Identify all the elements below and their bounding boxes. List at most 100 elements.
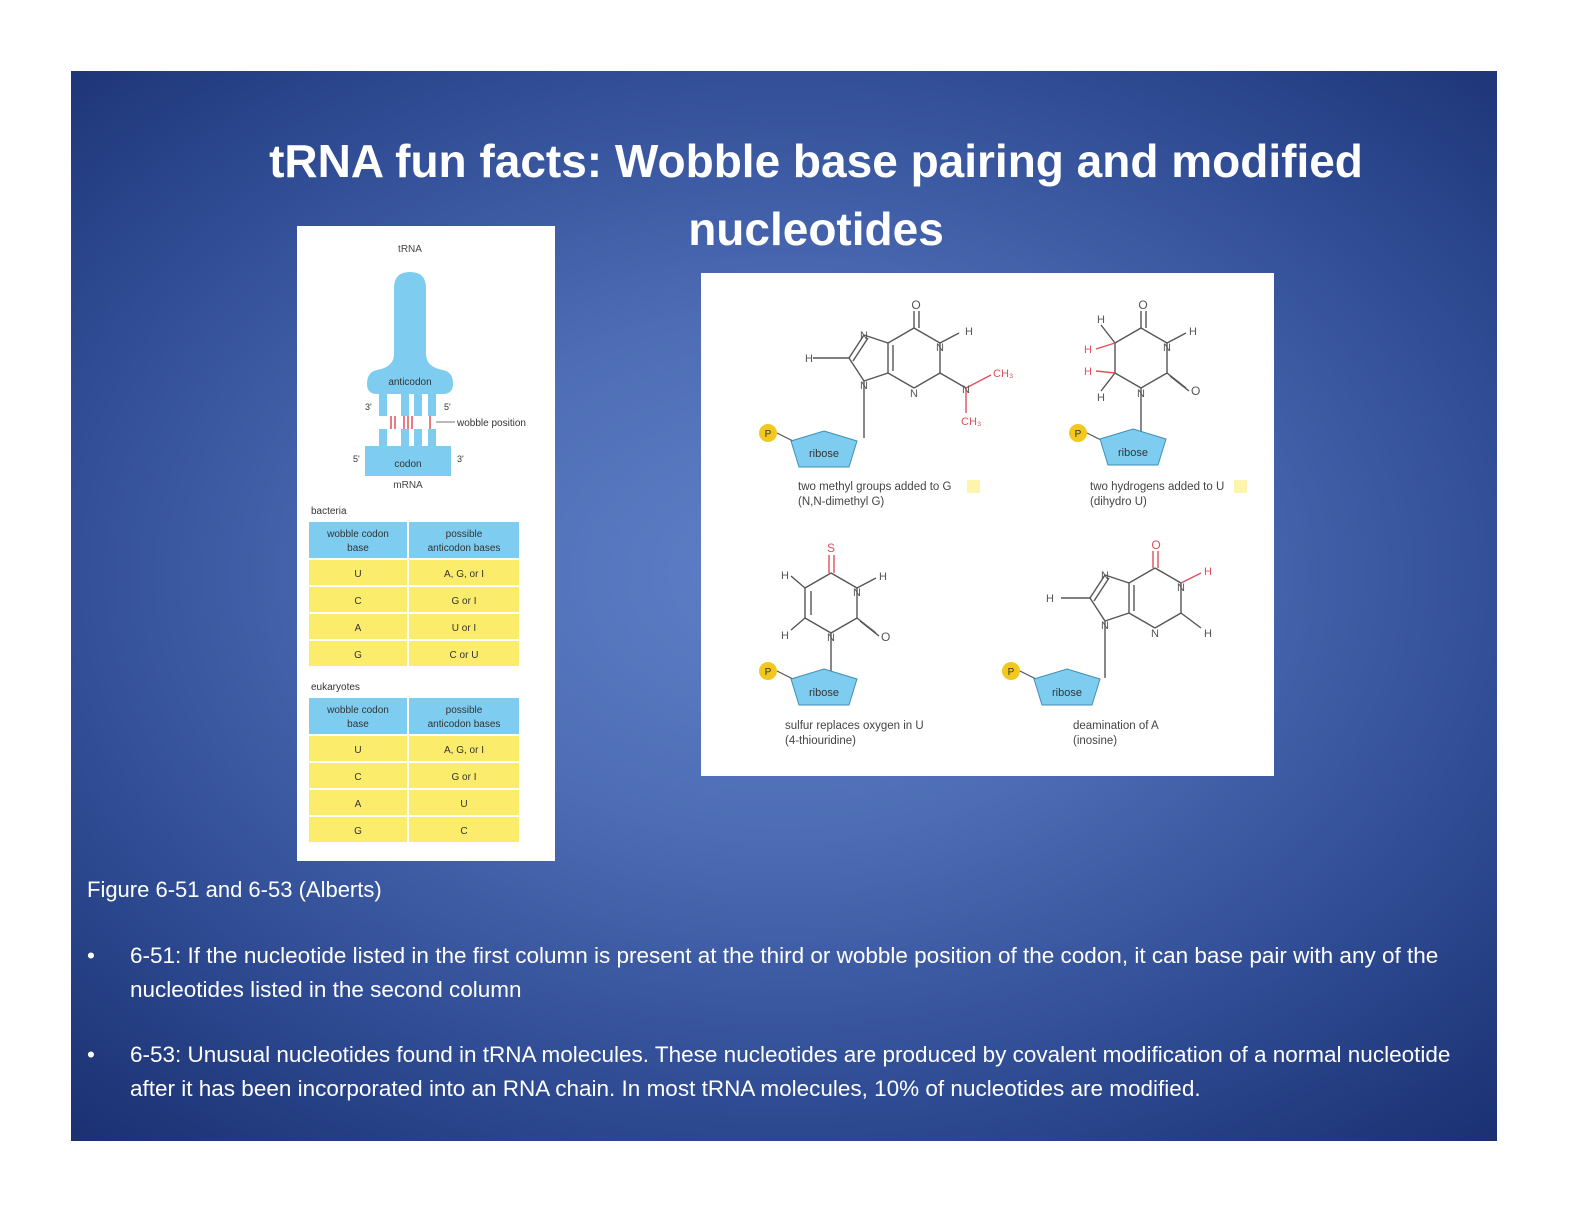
panel-description: deamination of A <box>1073 720 1159 732</box>
eukaryotes-cell <box>309 790 407 815</box>
bacteria-anticodon-bases: C or U <box>450 650 479 661</box>
bacteria-cell <box>309 641 407 666</box>
methyl-label: CH₃ <box>993 368 1013 380</box>
panel-subtitle: (inosine) <box>1073 735 1117 747</box>
bacteria-cell <box>409 641 519 666</box>
eukaryotes-anticodon-bases: U <box>460 799 467 810</box>
eukaryotes-header-col1: base <box>347 719 369 730</box>
atom-label-h: H <box>1046 593 1054 605</box>
bacteria-codon-base: U <box>354 569 361 580</box>
bacteria-codon-base: C <box>354 596 361 607</box>
bullet-list: • 6-51: If the nucleotide listed in the … <box>87 939 1467 1137</box>
atom-label-n: N <box>962 384 970 396</box>
eukaryotes-header-col1: wobble codon <box>326 705 389 716</box>
eukaryotes-cell <box>409 736 519 761</box>
eukaryotes-cell <box>309 817 407 842</box>
atom-label-n: N <box>910 388 918 400</box>
bacteria-cell <box>409 587 519 612</box>
bacteria-anticodon-bases: G or I <box>451 596 476 607</box>
atom-label-o: O <box>1138 298 1147 312</box>
panel-thiouridine <box>790 572 880 678</box>
modified-nucleotides-figure: O N N H H N N N CH₃ CH₃ P ribose two met… <box>701 273 1274 776</box>
three-prime-bottom: 3' <box>457 454 464 464</box>
eukaryotes-table: wobble codon base possible anticodon bas… <box>309 698 519 842</box>
atom-label-n: N <box>1177 582 1185 594</box>
modified-nucleotides-svg: O N N H H N N N CH₃ CH₃ P ribose two met… <box>759 298 1247 747</box>
bacteria-codon-base: G <box>354 650 362 661</box>
bacteria-header-col1: wobble codon <box>326 529 389 540</box>
anticodon-prong <box>414 394 422 416</box>
eukaryotes-header-cell <box>409 698 519 734</box>
eukaryotes-cell <box>409 817 519 842</box>
trna-body-shape <box>367 272 453 394</box>
slide: tRNA fun facts: Wobble base pairing and … <box>71 71 1497 1141</box>
atom-label-n: N <box>1163 342 1171 354</box>
bullet-item: • 6-53: Unusual nucleotides found in tRN… <box>87 1038 1467 1105</box>
phosphate-bond <box>1019 670 1037 680</box>
highlight-mark <box>967 480 980 493</box>
atom-label-h: H <box>805 353 813 365</box>
codon-label: codon <box>394 459 421 470</box>
phosphate-icon <box>759 662 777 680</box>
atom-label-o: O <box>911 298 920 312</box>
phosphate-label: P <box>1075 429 1082 440</box>
phosphate-icon <box>1002 662 1020 680</box>
bullet-text: 6-51: If the nucleotide listed in the fi… <box>130 943 1439 1002</box>
bullet-marker: • <box>87 943 95 968</box>
atom-label-n: N <box>1137 388 1145 400</box>
ribose-label: ribose <box>809 687 839 699</box>
base-pair-bonds <box>390 416 431 429</box>
eukaryotes-codon-base: G <box>354 826 362 837</box>
panel-dihydro-u <box>1100 311 1190 438</box>
atom-label-h: H <box>1204 628 1212 640</box>
bacteria-anticodon-bases: U or I <box>452 623 476 634</box>
bacteria-cell <box>309 560 407 585</box>
sulfur-bond <box>828 555 835 573</box>
highlighted-word: to <box>930 481 940 493</box>
bacteria-cell <box>409 560 519 585</box>
phosphate-icon <box>1069 424 1087 442</box>
eukaryotes-cell <box>309 736 407 761</box>
atom-label-n: N <box>1101 620 1109 632</box>
codon-prong <box>379 429 387 449</box>
atom-label-h: H <box>781 630 789 642</box>
eukaryotes-anticodon-bases: A, G, or I <box>444 745 484 756</box>
modified-oxygen-label: O <box>1151 538 1160 552</box>
bacteria-header-col2: possible <box>446 529 483 540</box>
wobble-position-label: wobble position <box>456 418 526 429</box>
phosphate-label: P <box>765 429 772 440</box>
panel-subtitle: (dihydro U) <box>1090 496 1147 508</box>
atom-label-n: N <box>853 587 861 599</box>
eukaryotes-label: eukaryotes <box>311 682 360 693</box>
eukaryotes-header-col2: possible <box>446 705 483 716</box>
highlighted-word: to <box>1203 481 1213 493</box>
bullet-marker: • <box>87 1042 95 1067</box>
bacteria-header-col2: anticodon bases <box>428 543 501 554</box>
atom-label-o: O <box>1191 384 1200 398</box>
phosphate-bond <box>776 670 794 680</box>
panel-description: two hydrogens added to U <box>1090 481 1224 493</box>
anticodon-prong <box>428 394 436 416</box>
eukaryotes-header-cell <box>309 698 407 734</box>
methyl-label: CH₃ <box>961 416 981 428</box>
bullet-text: 6-53: Unusual nucleotides found in tRNA … <box>130 1042 1451 1101</box>
eukaryotes-codon-base: C <box>354 772 361 783</box>
bullet-item: • 6-51: If the nucleotide listed in the … <box>87 939 1467 1006</box>
bacteria-cell <box>309 614 407 639</box>
panel-description: two methyl groups added to G <box>798 481 951 493</box>
bacteria-anticodon-bases: A, G, or I <box>444 569 484 580</box>
phosphate-icon <box>759 424 777 442</box>
panel-subtitle: (N,N-dimethyl G) <box>798 496 884 508</box>
ribose-label: ribose <box>809 448 839 460</box>
ribose-pentagon <box>1033 668 1101 706</box>
panel-subtitle: (4-thiouridine) <box>785 735 856 747</box>
phosphate-bond <box>776 432 794 442</box>
added-hydrogen-bonds <box>1095 342 1116 374</box>
eukaryotes-codon-base: U <box>354 745 361 756</box>
bacteria-header-cell <box>309 522 407 558</box>
trna-label: tRNA <box>398 244 422 255</box>
codon-prong <box>414 429 422 449</box>
added-hydrogen-label: H <box>1084 344 1092 356</box>
atom-label-h: H <box>1097 392 1105 404</box>
five-prime-bottom: 5' <box>353 454 360 464</box>
